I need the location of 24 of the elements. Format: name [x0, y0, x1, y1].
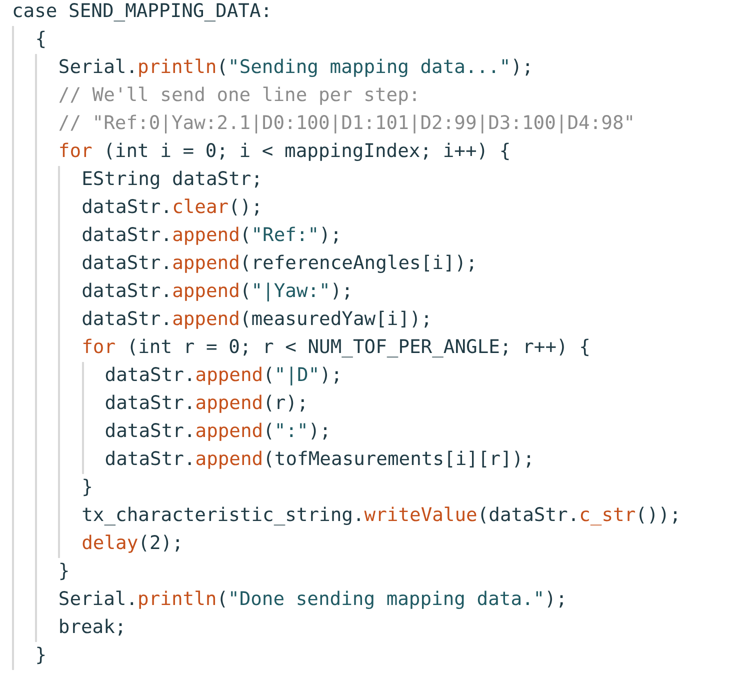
- code-line: dataStr.append("|D");: [104, 364, 342, 388]
- code-line: // We'll send one line per step:: [58, 84, 420, 108]
- code-line: EString dataStr;: [82, 168, 263, 192]
- code-line: Serial.println("Sending mapping data...");: [58, 56, 534, 80]
- code-line: }: [35, 644, 46, 668]
- code-line: tx_characteristic_string.writeValue(dataStr.c_str());: [82, 504, 681, 528]
- code-line: dataStr.append(tofMeasurements[i][r]);: [104, 448, 534, 472]
- code-line: break;: [58, 616, 126, 640]
- code-line: dataStr.clear();: [82, 196, 263, 220]
- code-line: for (int i = 0; i < mappingIndex; i++) {: [58, 140, 511, 164]
- code-line: delay(2);: [82, 532, 184, 556]
- code-line: }: [58, 560, 70, 584]
- code-line: case SEND_MAPPING_DATA:: [12, 0, 272, 24]
- code-line: dataStr.append(measuredYaw[i]);: [82, 308, 432, 332]
- code-line: dataStr.append("Ref:");: [82, 224, 342, 248]
- code-line: for (int r = 0; r < NUM_TOF_PER_ANGLE; r++) {: [82, 336, 590, 360]
- code-line: dataStr.append(r);: [104, 392, 308, 416]
- code-line: dataStr.append(":");: [104, 420, 331, 444]
- code-line: dataStr.append("|Yaw:");: [82, 280, 353, 304]
- code-line: dataStr.append(referenceAngles[i]);: [82, 252, 478, 276]
- code-line: Serial.println("Done sending mapping data.");: [58, 588, 568, 612]
- code-line: {: [35, 28, 46, 52]
- code-line: }: [82, 476, 93, 500]
- code-line: // "Ref:0|Yaw:2.1|D0:100|D1:101|D2:99|D3:100|D4:98": [58, 112, 636, 136]
